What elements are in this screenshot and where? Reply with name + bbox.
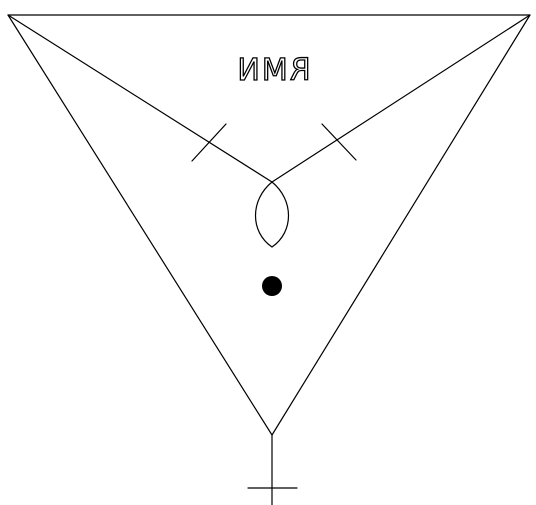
right-tick-mark (321, 123, 357, 161)
left-inner-line (7, 14, 273, 183)
mirrored-label: RMN (235, 52, 311, 88)
center-dot (262, 276, 282, 296)
left-tick-mark (191, 123, 227, 162)
outer-triangle (7, 14, 531, 436)
lens-shape (254, 181, 290, 248)
label-text: RMN (235, 53, 310, 88)
right-inner-line (271, 14, 531, 183)
